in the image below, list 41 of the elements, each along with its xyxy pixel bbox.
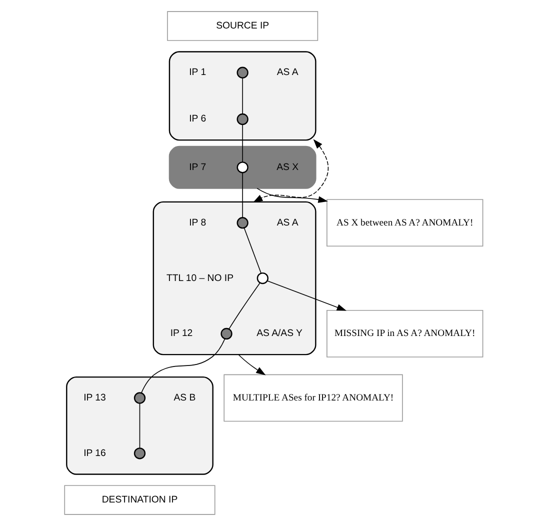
node-circle <box>236 66 248 78</box>
node-label: IP 16 <box>84 448 106 459</box>
node-label: IP 6 <box>189 114 206 125</box>
cluster <box>168 146 316 189</box>
node-circle <box>236 217 248 229</box>
node-label: AS A/AS Y <box>256 328 302 340</box>
node-box: MISSING IP in AS A? ANOMALY! <box>326 310 484 358</box>
connector <box>244 227 262 274</box>
connector <box>141 338 226 394</box>
arrow <box>267 280 347 311</box>
node-label: IP 8 <box>189 217 206 228</box>
node-circle <box>134 448 146 460</box>
node-circle <box>236 113 248 126</box>
node-circle <box>236 162 248 174</box>
connector <box>242 77 243 114</box>
node-label: AS A <box>276 67 298 78</box>
node-circle <box>220 328 232 340</box>
node-label: IP 12 <box>170 328 193 340</box>
arrow <box>252 139 329 203</box>
connector <box>139 402 140 448</box>
node-circle <box>256 272 268 284</box>
arrow <box>256 188 328 203</box>
node-circle <box>134 392 146 404</box>
node-label: AS A <box>276 217 298 228</box>
connector <box>228 282 260 330</box>
node-box: MULTIPLE ASes for IP12? ANOMALY! <box>224 374 403 422</box>
cluster <box>152 201 316 356</box>
cluster <box>66 376 214 475</box>
connector <box>242 172 243 218</box>
node-label: AS B <box>174 392 196 404</box>
node-label: IP 7 <box>189 162 206 173</box>
cluster <box>168 51 316 141</box>
arrow <box>238 354 266 376</box>
node-box: AS X between AS A? ANOMALY! <box>326 199 484 247</box>
connector <box>242 124 243 162</box>
node-label: IP 1 <box>189 67 206 78</box>
node-label: AS X <box>276 162 299 173</box>
node-label: TTL 10 – NO IP <box>166 272 234 284</box>
node-label: IP 13 <box>84 392 106 404</box>
node-box: DESTINATION IP <box>64 485 216 515</box>
node-box: SOURCE IP <box>167 11 318 41</box>
